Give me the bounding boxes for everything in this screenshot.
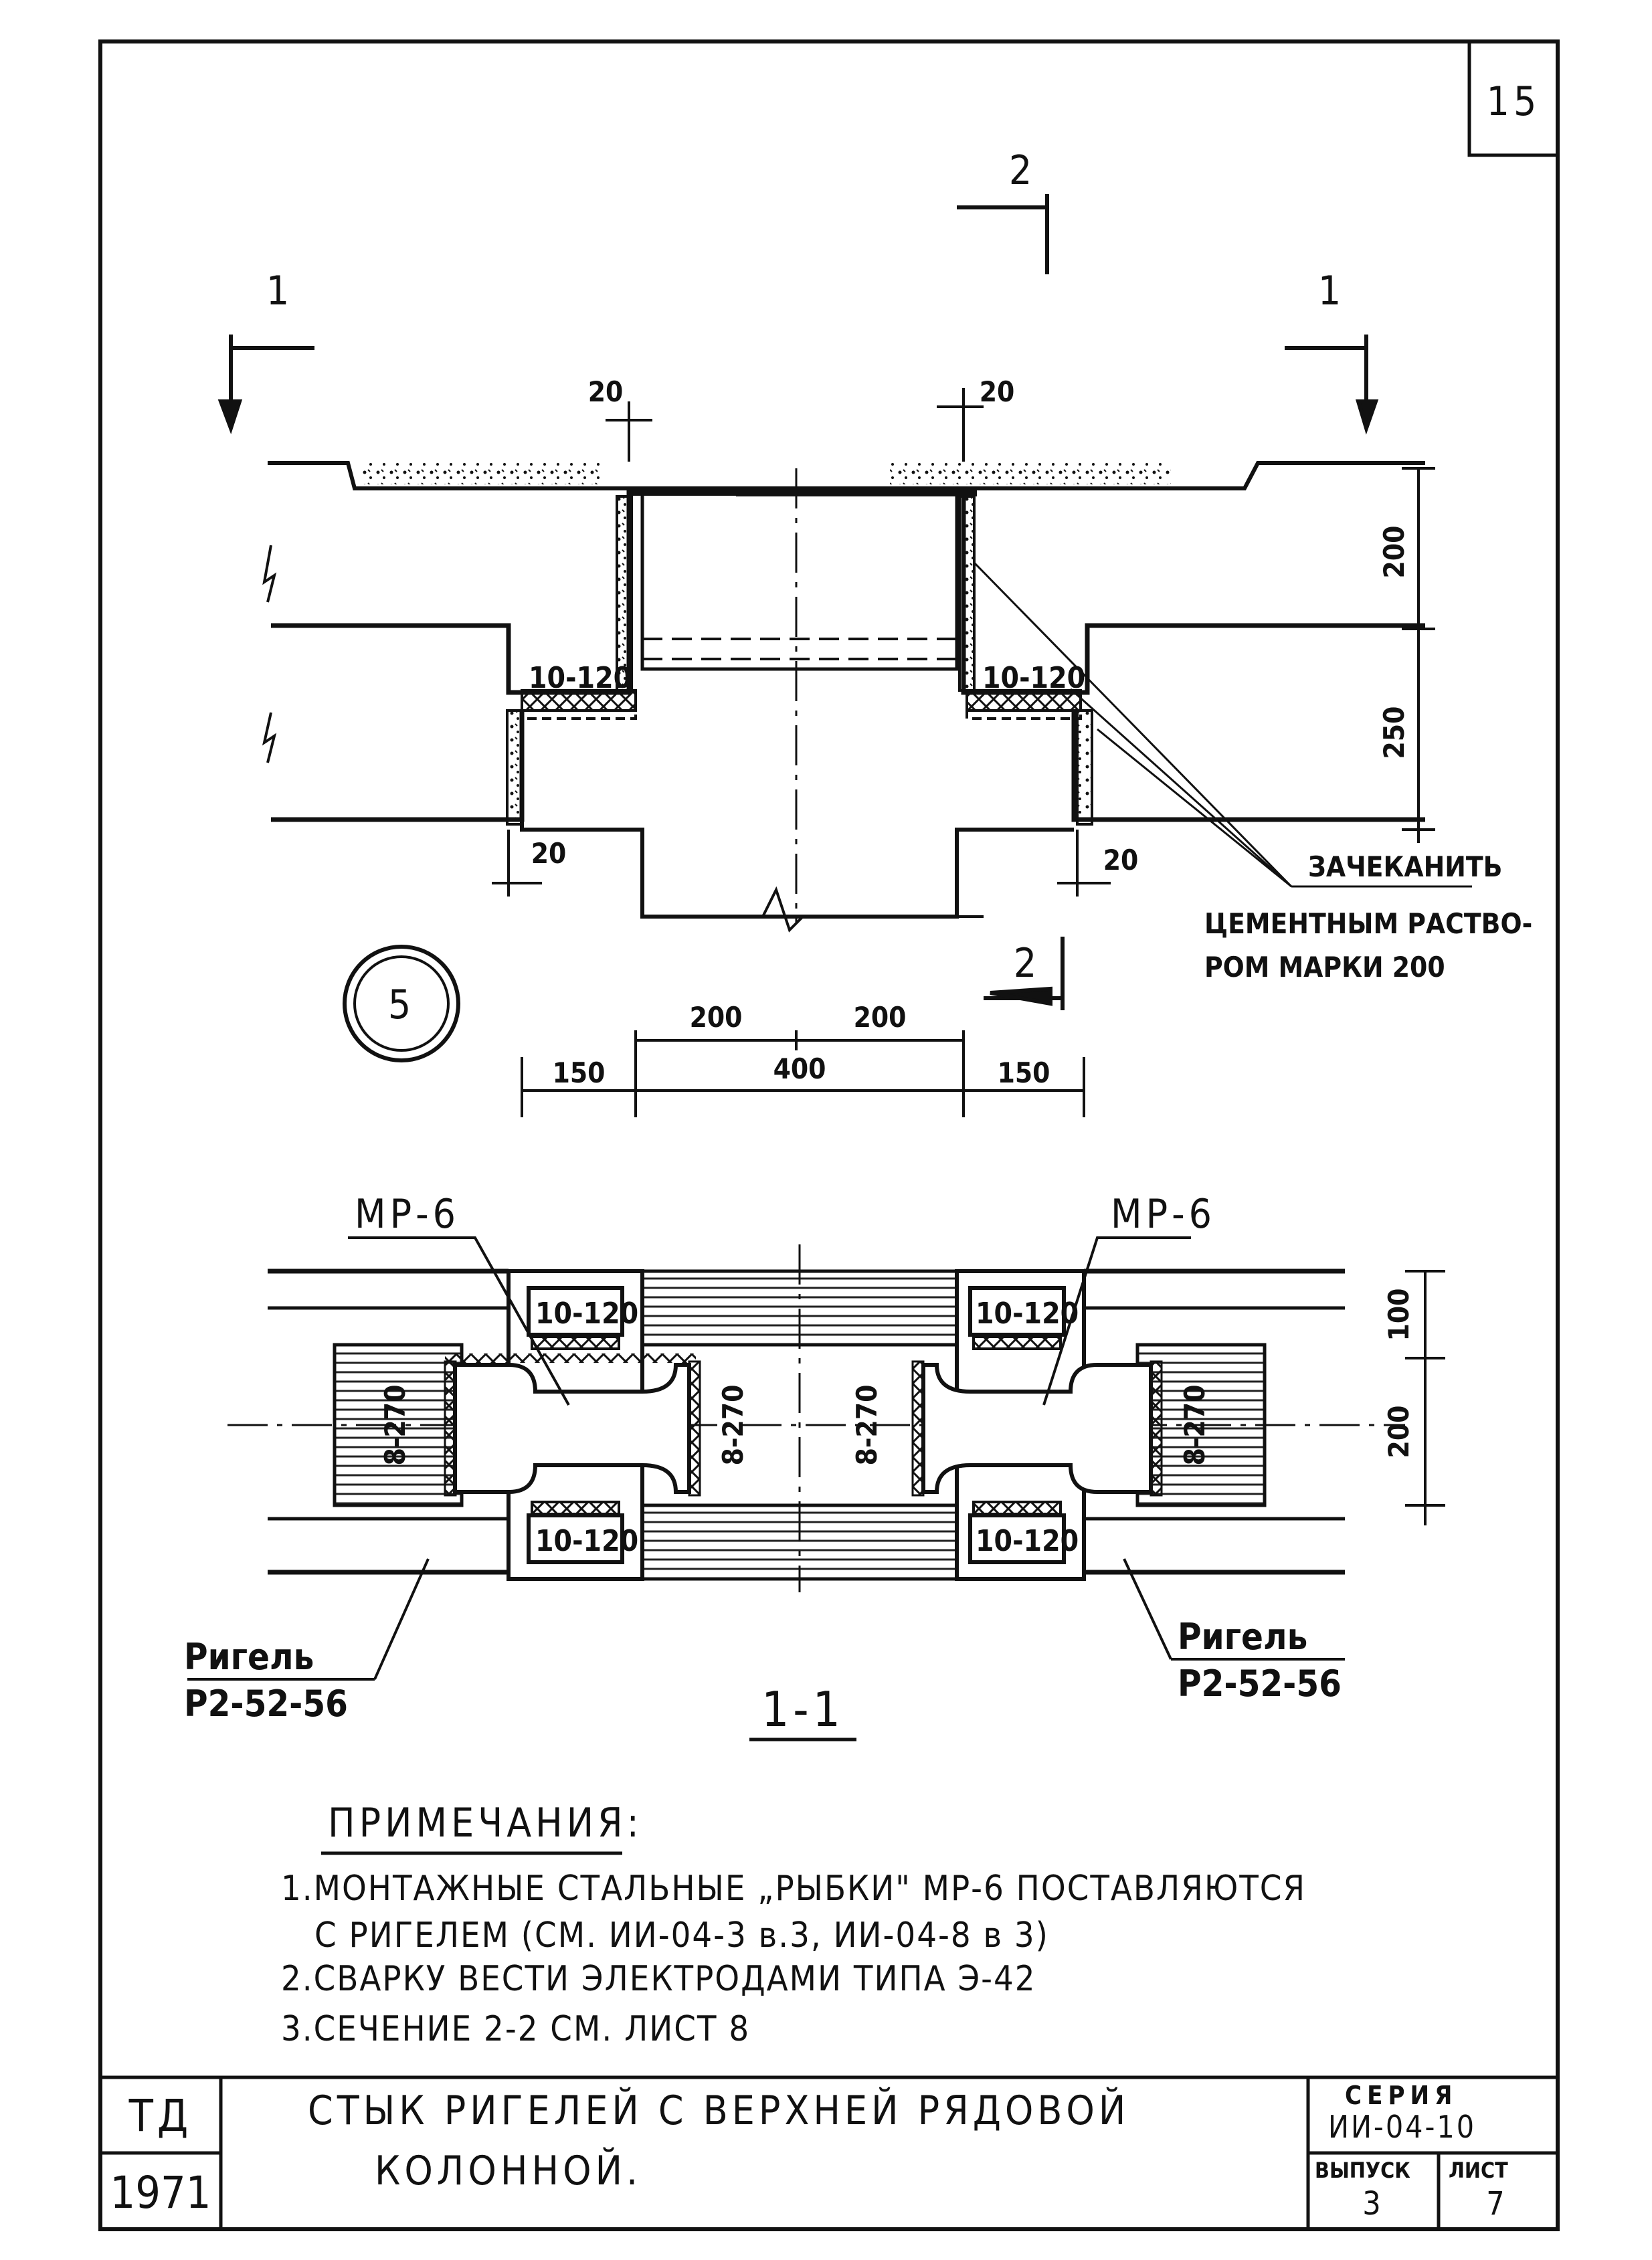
plan-welds (506, 495, 1093, 826)
beam-label-right-name: Ригель (1178, 1616, 1307, 1658)
fish-plate-welds (444, 1360, 1163, 1497)
section-weld-vertical-3: 8-270 (850, 1385, 883, 1466)
section-mark-2-top-label: 2 (1009, 147, 1036, 194)
beam-label-left-code: Р2-52-56 (184, 1683, 348, 1725)
plan-weld-label-right: 10-120 (982, 661, 1085, 695)
section-weld-label-1: 10-120 (535, 1297, 638, 1331)
title-block-sheet-value: 7 (1486, 2185, 1504, 2223)
dim-half-right: 200 (854, 1001, 907, 1034)
dim-height-upper: 200 (1378, 526, 1410, 579)
title-block-series-label: СЕРИЯ (1345, 2081, 1457, 2110)
section-dim-200: 200 (1382, 1406, 1415, 1458)
section-mark-2-bottom-label: 2 (1014, 940, 1040, 987)
detail-number-circle (343, 945, 460, 1062)
grout-leaders (972, 561, 1472, 888)
dim-total-width: 400 (773, 1052, 826, 1085)
section-title: 1-1 (761, 1681, 844, 1737)
beam-label-right-code: Р2-52-56 (1178, 1663, 1342, 1705)
section-view (227, 1244, 1405, 1592)
section-weld-label-3: 10-120 (535, 1524, 638, 1558)
beam-label-left-name: Ригель (184, 1636, 314, 1678)
plan-weld-label-left: 10-120 (529, 661, 632, 695)
note-3: 3.СЕЧЕНИЕ 2-2 СМ. ЛИСТ 8 (281, 2009, 750, 2049)
notes-heading: ПРИМЕЧАНИЯ: (328, 1800, 643, 1847)
section-mark-1-left-label: 1 (266, 268, 293, 314)
dim-half-left: 200 (690, 1001, 743, 1034)
note-1-cont: С РИГЕЛЕМ (СМ. ИИ-04-3 в.3, ИИ-04-8 в 3) (314, 1915, 1049, 1956)
note-2: 2.СВАРКУ ВЕСТИ ЭЛЕКТРОДАМИ ТИПА Э-42 (281, 1959, 1036, 1999)
plan-view (262, 461, 1425, 933)
section-weld-vertical-1: 8-270 (379, 1385, 411, 1466)
title-block-sheet-label: ЛИСТ (1449, 2158, 1508, 2183)
section-mark-1-right (1285, 335, 1379, 435)
title-block-title-2: КОЛОННОЙ. (375, 2146, 642, 2194)
title-block-org: ТД (128, 2090, 193, 2142)
section-weld-label-2: 10-120 (976, 1297, 1079, 1331)
plate-label-left: МР-6 (355, 1191, 460, 1238)
dim-bottom-gap-right: 20 (1103, 844, 1139, 876)
plan-dimension-lines (492, 388, 1435, 1117)
sheet-number-box: 15 (1467, 41, 1558, 157)
fish-plates (445, 1353, 1153, 1494)
title-block-title-1: СТЫК РИГЕЛЕЙ С ВЕРХНЕЙ РЯДОВОЙ (308, 2086, 1129, 2134)
section-weld-boxes (527, 1286, 1066, 1564)
section-dim-100: 100 (1382, 1289, 1415, 1341)
title-block-issue-label: ВЫПУСК (1315, 2158, 1410, 2183)
plate-label-right: МР-6 (1111, 1191, 1216, 1238)
section-mark-2-top (957, 194, 1049, 274)
plate-leaders (348, 1236, 1191, 1406)
note-1: 1.МОНТАЖНЫЕ СТАЛЬНЫЕ „РЫБКИ" МР-6 ПОСТАВ… (281, 1869, 1306, 1909)
detail-number: 5 (388, 981, 415, 1028)
dim-height-lower: 250 (1378, 707, 1410, 759)
section-weld-label-4: 10-120 (976, 1524, 1079, 1558)
dim-top-gap-left: 20 (588, 375, 624, 408)
title-block-year: 1971 (110, 2167, 211, 2219)
section-mark-2-bottom (984, 937, 1065, 1010)
beam-leaders (187, 1558, 1345, 1681)
section-weld-vertical-4: 8-270 (1178, 1385, 1211, 1466)
title-block-issue-value: 3 (1362, 2185, 1380, 2223)
dim-edge-right: 150 (998, 1056, 1050, 1089)
dim-edge-left: 150 (553, 1056, 606, 1089)
section-mark-1-right-label: 1 (1318, 268, 1345, 314)
sheet-number: 15 (1487, 78, 1541, 125)
grout-note-line-2: ЦЕМЕНТНЫМ РАСТВО- (1204, 907, 1532, 940)
section-dimension-lines (1405, 1270, 1445, 1525)
grout-note-line-1: ЗАЧЕКАНИТЬ (1308, 850, 1502, 883)
section-mark-1-left (217, 335, 314, 435)
title-block-series-value: ИИ-04-10 (1328, 2109, 1476, 2145)
dim-top-gap-right: 20 (980, 375, 1015, 408)
title-block-lines (100, 2077, 1558, 2229)
dim-bottom-gap-left: 20 (531, 837, 567, 870)
grout-note-line-3: РОМ МАРКИ 200 (1204, 951, 1445, 983)
sheet-frame (98, 39, 1560, 2231)
section-weld-vertical-2: 8-270 (717, 1385, 749, 1466)
